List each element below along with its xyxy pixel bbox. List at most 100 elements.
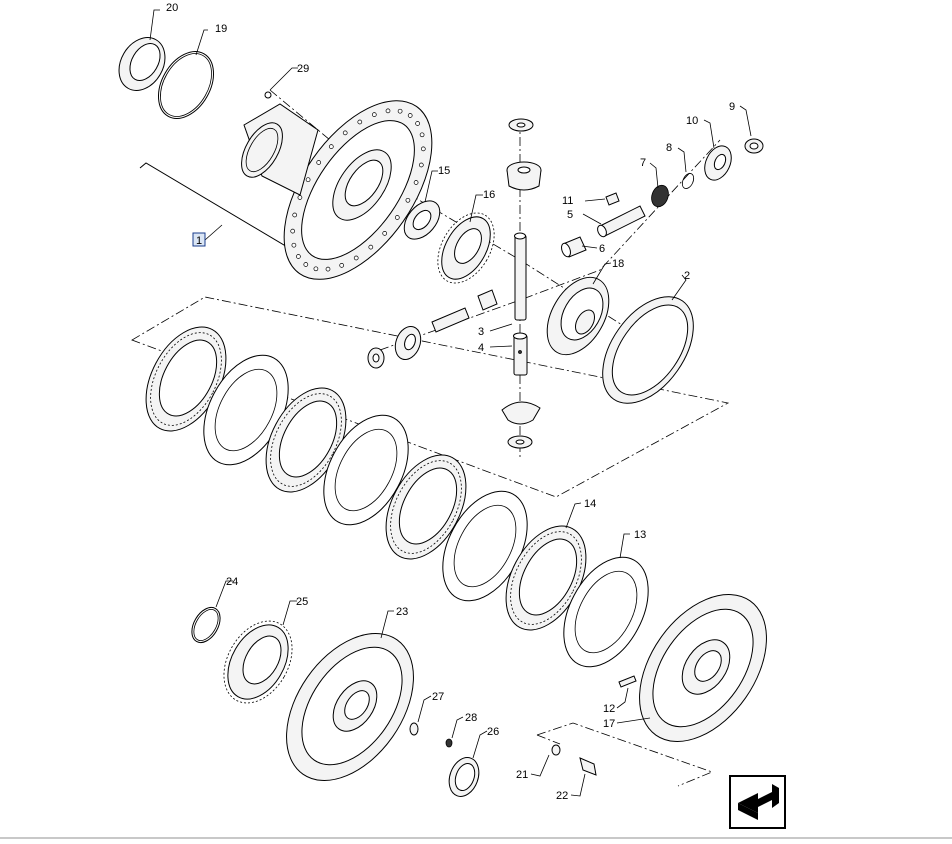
circlip-8	[681, 173, 695, 189]
bolt-hole	[316, 160, 322, 165]
bushing-6	[561, 236, 587, 258]
callout-18: 18	[612, 258, 624, 270]
callout-1-box[interactable]: 1	[192, 232, 206, 247]
bevel-gear-18	[546, 276, 610, 356]
bolt-hole	[385, 108, 391, 114]
callout-8: 8	[666, 142, 672, 154]
screw-11	[605, 192, 620, 206]
friction-disc-c	[385, 454, 467, 560]
piston-plate-23	[286, 633, 414, 781]
bottom-side-gear	[501, 401, 541, 449]
callout-2: 2	[684, 270, 690, 282]
bottom-border	[0, 837, 952, 839]
bolt-hole	[371, 112, 377, 117]
callout-20: 20	[166, 2, 178, 14]
left-pinion	[367, 289, 498, 369]
friction-disc-14	[505, 525, 587, 631]
washer-9	[744, 138, 764, 154]
hub-gear-25	[223, 620, 293, 704]
callout-22: 22	[556, 790, 568, 802]
callout-29: 29	[297, 63, 309, 75]
top-side-gear	[506, 118, 542, 191]
callout-14: 14	[584, 498, 596, 510]
seal-26	[448, 757, 480, 797]
bolt-hole	[339, 263, 345, 268]
shaft-4	[513, 332, 528, 376]
callout-13: 13	[634, 529, 646, 541]
screw-29	[264, 91, 272, 99]
callout-25: 25	[296, 596, 308, 608]
bolt-hole	[342, 130, 348, 136]
next-page-arrow-icon[interactable]	[729, 775, 786, 829]
bolt-hole	[353, 255, 359, 261]
friction-disc-b	[265, 387, 347, 493]
bolt-hole	[368, 244, 374, 250]
bolt-hole	[405, 197, 411, 203]
steel-disc-13	[563, 556, 649, 668]
callout-3: 3	[478, 326, 484, 338]
housing-hub	[241, 100, 433, 280]
callout-28: 28	[465, 712, 477, 724]
bolt-hole	[290, 228, 296, 234]
bolt-hole	[407, 113, 413, 118]
bolt-hole	[397, 108, 403, 114]
callout-10: 10	[686, 115, 698, 127]
callout-15: 15	[438, 165, 450, 177]
callout-19: 19	[215, 23, 227, 35]
callout-labels: 20 19 29 15 16 11 5 6 7 8 10 9 18 2 3 4 …	[166, 2, 735, 802]
callout-7: 7	[640, 157, 646, 169]
bolt-hole	[394, 215, 400, 220]
bolt-hole	[313, 266, 319, 272]
cross-shaft-3	[514, 232, 527, 321]
pin-group-boundary	[536, 722, 714, 787]
callout-17: 17	[603, 718, 615, 730]
callout-5: 5	[567, 209, 573, 221]
leader-lines	[149, 9, 752, 797]
callout-21: 21	[516, 769, 528, 781]
bolt-hole	[357, 119, 363, 125]
washer-15	[403, 200, 441, 240]
bolt-hole	[328, 144, 334, 149]
bolt-hole	[325, 266, 331, 272]
bearing-7	[651, 184, 669, 208]
bolt-22	[579, 757, 597, 776]
plate-2	[602, 296, 694, 404]
washer-21	[551, 744, 561, 756]
bolt-hole	[292, 212, 298, 218]
seal-20	[118, 37, 166, 91]
pin-12	[618, 675, 637, 688]
callout-12: 12	[603, 703, 615, 715]
bolt-hole	[291, 242, 297, 248]
callout-27: 27	[432, 691, 444, 703]
bolt-hole	[415, 121, 420, 126]
bolt-hole	[420, 146, 426, 152]
callout-1: 1	[196, 235, 202, 247]
snap-ring-24	[191, 606, 221, 644]
bolt-hole	[419, 132, 425, 138]
fitting-28	[445, 738, 453, 748]
pin-5	[597, 205, 646, 238]
callout-24: 24	[226, 576, 238, 588]
callout-9: 9	[729, 101, 735, 113]
callout-4: 4	[478, 342, 484, 354]
callout-6: 6	[599, 243, 605, 255]
friction-disc-a	[145, 326, 227, 432]
ring-19	[158, 51, 214, 119]
bolt-hole	[303, 262, 309, 267]
callout-26: 26	[487, 726, 499, 738]
fitting-27	[409, 722, 419, 736]
brake-housing-17	[639, 594, 767, 742]
bolt-hole	[418, 162, 424, 168]
callout-11: 11	[562, 195, 573, 207]
callout-23: 23	[396, 606, 408, 618]
bolt-hole	[413, 180, 419, 185]
callout-16: 16	[483, 189, 495, 201]
bolt-hole	[297, 195, 303, 200]
bolt-hole	[305, 177, 311, 183]
clutch-pack-boundary	[131, 296, 730, 498]
bevel-gear-10	[704, 145, 732, 181]
bevel-gear-16	[437, 212, 495, 284]
bolt-hole	[382, 231, 388, 236]
bolt-hole	[296, 254, 301, 259]
